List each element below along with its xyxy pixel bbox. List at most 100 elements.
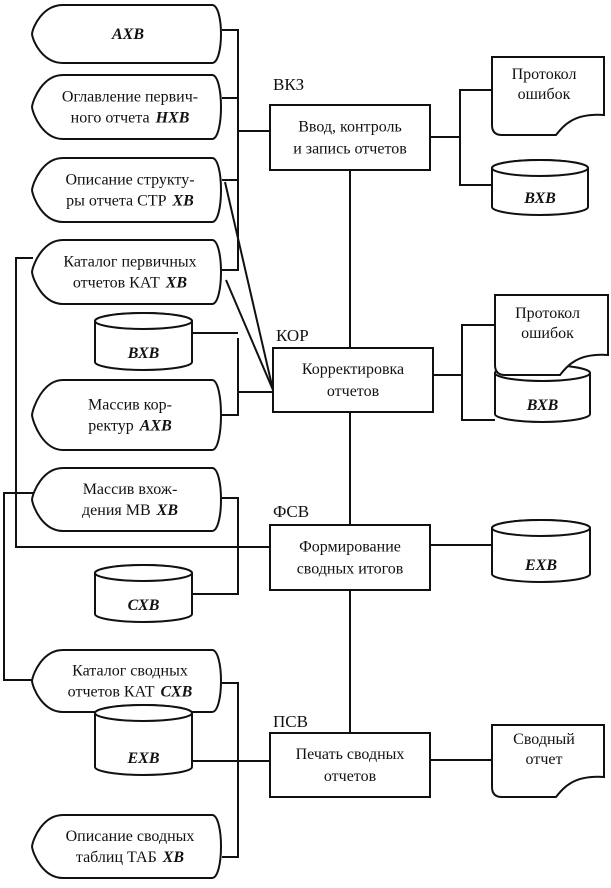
disk-label: СХВ [128, 597, 160, 614]
link-kat-fsv [15, 257, 270, 548]
text-line: ры отчета СТР ХВ [66, 193, 194, 210]
process-1: Корректировка отчетов КОР [272, 326, 434, 413]
text-line: отчетов КАТ ХВ [73, 275, 188, 292]
process-box [272, 347, 434, 413]
storage-node: Описание структу-ры отчета СТР ХВ [30, 157, 222, 223]
label-text: ошибок [521, 325, 574, 342]
label-text: Формирование [299, 539, 401, 556]
label-text: отчетов [327, 383, 380, 400]
code-text: ХВ [156, 502, 179, 519]
text-line: Протокол [515, 305, 580, 322]
text-line: Оглавление первич- [62, 89, 198, 106]
text-line: Каталог сводных [72, 663, 188, 680]
bus-psv [222, 682, 239, 858]
document-node: Сводный отчет [491, 724, 605, 798]
text-line: и запись отчетов [293, 141, 407, 158]
label-text: Оглавление первич- [62, 89, 198, 106]
disk-label: ВХВ [526, 397, 559, 414]
storage-shape [30, 4, 222, 64]
storage-node: Массив кор-ректур АХВ [30, 379, 222, 451]
disk-bxb-out: ВХВ [491, 159, 589, 216]
label-text: Печать сводных [296, 746, 405, 763]
document-node: Протокол ошибок [491, 56, 605, 136]
text-line: ректур АХВ [88, 418, 172, 435]
text-line: ошибок [521, 325, 574, 342]
text-line: отчетов [324, 768, 377, 785]
label-text: отчетов КАТ [68, 684, 155, 701]
storage-shape [30, 157, 222, 223]
storage-shape [30, 379, 222, 451]
code-text: АХВ [139, 418, 172, 435]
code-text: ХВ [162, 849, 185, 866]
disk-top [94, 564, 193, 582]
storage-shape [30, 814, 222, 879]
disk-label: ЕХВ [524, 557, 557, 574]
text-line: отчет [526, 751, 563, 768]
disk-top [94, 312, 193, 330]
bus-fsv [192, 497, 239, 595]
disk-cxb: СХВ [94, 564, 193, 623]
text-line: отчетов [327, 383, 380, 400]
disk-exb-out: ЕХВ [491, 519, 591, 583]
text-line: Протокол [512, 66, 577, 83]
label-text: таблиц ТАБ [76, 849, 157, 866]
process-box [269, 524, 431, 591]
label-text: Описание структу- [65, 172, 194, 189]
code-text: ХВ [171, 193, 194, 210]
text-line: Печать сводных [296, 746, 405, 763]
link-mv-katsv [3, 492, 33, 681]
label-text: и запись отчетов [293, 141, 407, 158]
bus-vkz-out [459, 89, 492, 186]
label-text: ры отчета СТР [66, 193, 166, 210]
document-node: Протокол ошибок [494, 294, 609, 376]
text-line: ошибок [518, 86, 571, 103]
text-line: таблиц ТАБ ХВ [76, 849, 185, 866]
process-3: Печать сводных отчетов ПСВ [269, 712, 431, 798]
label-text: Каталог первичных [63, 254, 196, 271]
bus-kor-out [461, 324, 495, 421]
storage-shape [30, 649, 222, 713]
code-text: НХВ [155, 110, 190, 127]
disk-label: ВХВ [127, 345, 160, 362]
label-text: Корректировка [302, 361, 404, 378]
text-line: Каталог первичных [63, 254, 196, 271]
label-text: Ввод, контроль [298, 119, 402, 136]
process-code: ФСВ [273, 502, 309, 521]
disk-label: ВХВ [523, 190, 556, 207]
label-text: Каталог сводных [72, 663, 188, 680]
document-shape [494, 294, 609, 376]
text-line: АХВ [111, 26, 144, 43]
process-code: ПСВ [273, 712, 308, 731]
label-text: Протокол [515, 305, 580, 322]
text-line: Описание сводных [66, 828, 195, 845]
disk-top [94, 704, 193, 722]
code-text: ХВ [165, 275, 188, 292]
text-line: дения МВ ХВ [82, 502, 178, 519]
label-text: ошибок [518, 86, 571, 103]
process-code: КОР [276, 326, 309, 345]
disk-label: ЕХВ [126, 750, 159, 767]
label-text: Массив кор- [88, 397, 172, 414]
code-text: СХВ [161, 684, 193, 701]
label-text: отчетов КАТ [73, 275, 160, 292]
text-line: Массив кор- [88, 397, 172, 414]
text-line: Сводный [513, 731, 575, 748]
label-text: дения МВ [82, 502, 151, 519]
disk-top [491, 519, 591, 537]
document-shape [491, 56, 605, 136]
storage-shape [30, 239, 222, 305]
storage-shape [30, 74, 222, 140]
label-text: Описание сводных [66, 828, 195, 845]
label-text: ректур [88, 418, 133, 435]
bus-kor [222, 338, 239, 416]
disk-top [491, 159, 589, 177]
text-line: Описание структу- [65, 172, 194, 189]
label-text: отчетов [324, 768, 377, 785]
text-line: Ввод, контроль [298, 119, 402, 136]
